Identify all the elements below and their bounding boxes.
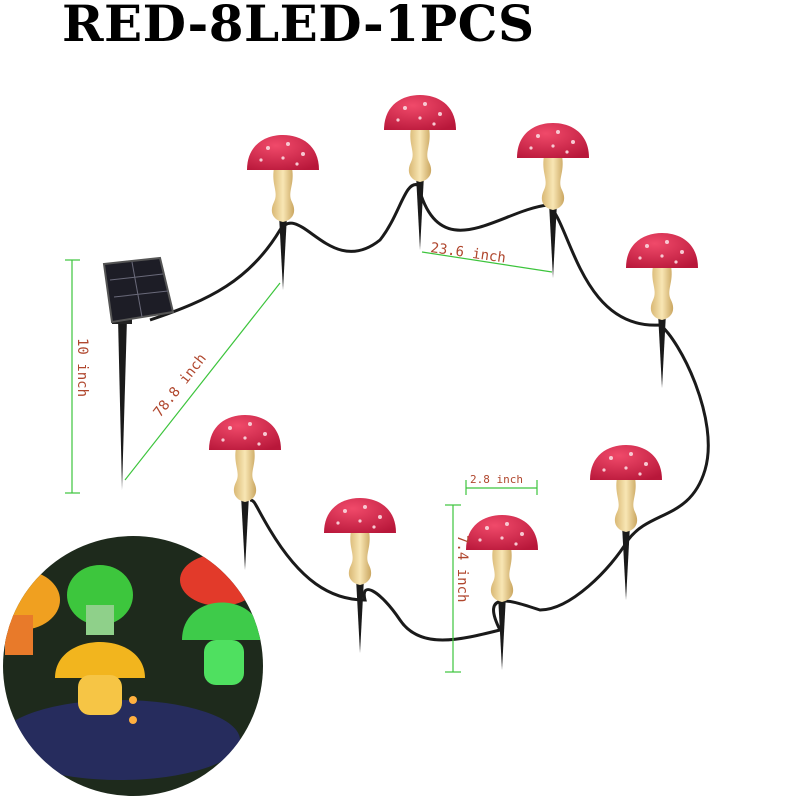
- cable: [149, 183, 710, 642]
- spacing-label: 23.6 inch: [429, 240, 506, 266]
- solar-panel: [102, 256, 175, 490]
- mushroom-light-6: [324, 498, 396, 653]
- light-height-label: 7.4 inch: [454, 535, 470, 602]
- cap-width-label: 2.8 inch: [470, 473, 523, 486]
- dimension-lines: [65, 251, 553, 673]
- height-label: 10 inch: [74, 338, 90, 397]
- night-photo-inset: [3, 536, 263, 796]
- mushroom-light-3: [517, 123, 589, 278]
- mushroom-light-1: [247, 135, 319, 290]
- product-title: RED-8LED-1PCS: [62, 0, 535, 53]
- mushroom-light-7: [466, 515, 538, 670]
- mushroom-light-5: [209, 415, 281, 570]
